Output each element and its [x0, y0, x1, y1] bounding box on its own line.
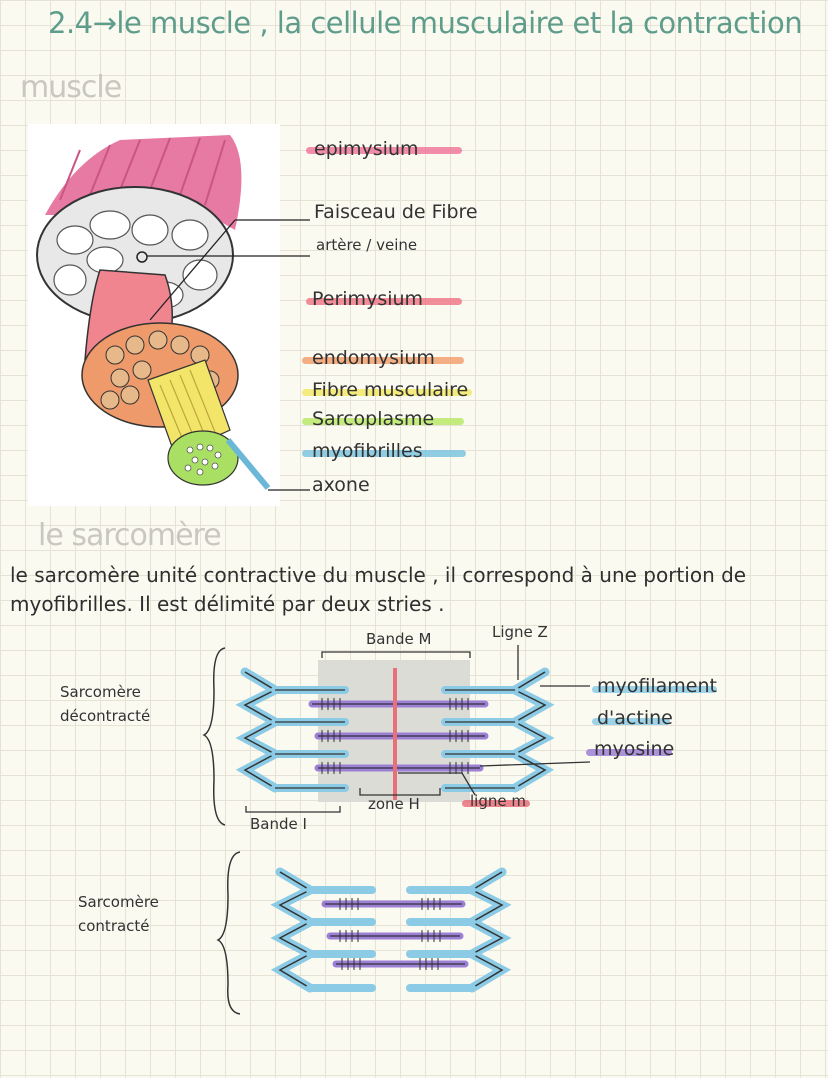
label-axone: axone	[312, 474, 370, 496]
ligne-m-highlight	[462, 800, 530, 807]
actin-filaments-contracted	[306, 886, 476, 992]
perimysium-highlight	[306, 298, 462, 305]
endomysium-highlight	[302, 357, 464, 364]
label-myofibrilles: myofibrilles	[312, 440, 423, 462]
label-contracte-1: Sarcomère	[78, 893, 159, 911]
label-artere: artère / veine	[316, 236, 418, 254]
paragraph-line-2: myofibrilles. Il est délimité par deux s…	[10, 592, 445, 616]
label-decontracte-2: décontracté	[60, 707, 151, 725]
myofibrilles-highlight	[302, 450, 466, 457]
label-contracte-2: contracté	[78, 917, 150, 935]
label-ligne-z: Ligne Z	[492, 623, 548, 641]
page-title: 2.4→le muscle , la cellule musculaire et…	[48, 6, 803, 40]
actine-highlight-2	[592, 718, 670, 725]
label-ligne-m: ligne m	[470, 792, 526, 810]
epimysium-highlight	[306, 147, 462, 154]
label-actine-2: d'actine	[597, 707, 673, 729]
label-sarcoplasme: Sarcoplasme	[312, 408, 435, 430]
label-actine-1: myofilament	[597, 675, 717, 697]
section-title-muscle: muscle	[20, 70, 122, 105]
label-epimysium: epimysium	[314, 138, 419, 160]
label-faisceau: Faisceau de Fibre	[314, 201, 478, 223]
label-myosine: myosine	[594, 738, 675, 760]
label-decontracte-1: Sarcomère	[60, 683, 141, 701]
label-perimysium: Perimysium	[312, 288, 424, 310]
myosine-highlight	[586, 749, 672, 756]
section-title-sarcomere: le sarcomère	[38, 518, 222, 553]
fibre-highlight	[302, 389, 472, 396]
sarcoplasm-disk	[167, 430, 239, 486]
actine-highlight-1	[592, 686, 717, 693]
brace-contracted	[216, 851, 241, 1015]
axon-shape	[225, 438, 271, 490]
paragraph-line-1: le sarcomère unité contractive du muscle…	[10, 563, 747, 587]
label-endomysium: endomysium	[312, 347, 435, 369]
label-bande-i: Bande I	[250, 815, 307, 833]
label-bande-m: Bande M	[366, 630, 432, 648]
label-fibre: Fibre musculaire	[312, 379, 469, 401]
brace-relaxed	[202, 647, 226, 826]
artery-circle	[136, 251, 148, 263]
sarcoplasme-highlight	[302, 418, 464, 425]
label-zone-h: zone H	[368, 795, 420, 813]
